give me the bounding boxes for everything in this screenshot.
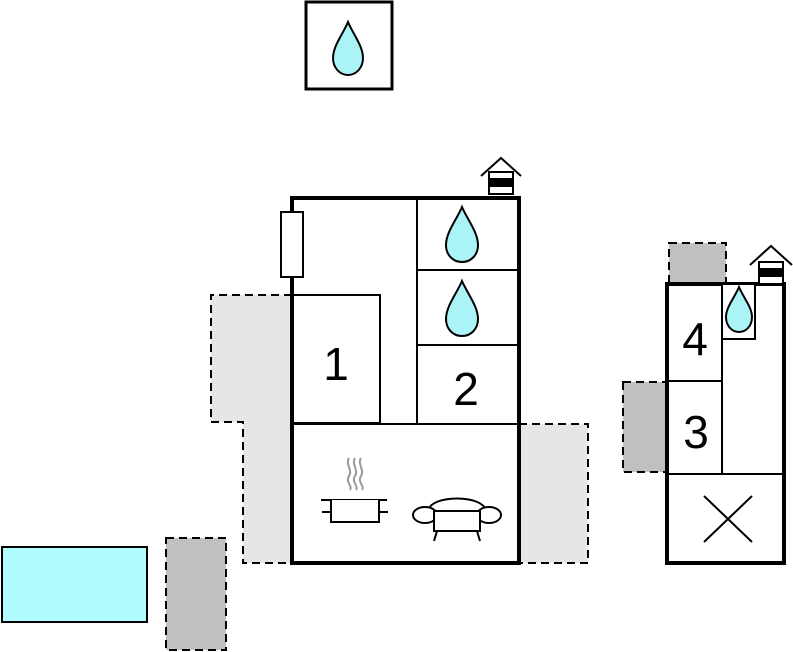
chimney-icon <box>749 244 793 285</box>
terrace-dark-annex-top <box>668 242 727 285</box>
bedroom-3-label: 3 <box>683 406 709 458</box>
cross-icon <box>703 495 753 543</box>
terrace-dark-annex-left <box>622 381 668 473</box>
bathroom-a <box>444 204 480 264</box>
water-drop-icon <box>444 204 480 264</box>
pool <box>1 546 148 623</box>
main-house <box>290 196 521 565</box>
water-drop-icon <box>724 284 754 334</box>
cooking-pot-icon <box>321 457 388 523</box>
water-drop-icon <box>444 278 480 338</box>
sofa-icon <box>412 497 502 542</box>
terrace-dark-lower <box>165 537 227 651</box>
bedroom-1-label: 1 <box>323 338 349 390</box>
bedroom-2-label: 2 <box>453 363 479 415</box>
bathroom-b <box>444 278 480 338</box>
chimney-icon <box>480 156 522 195</box>
terrace-light-right <box>519 423 589 564</box>
bedroom-4-label: 4 <box>682 313 708 365</box>
terrace-light-left <box>210 294 292 564</box>
heater-icon <box>280 211 304 278</box>
water-drop-icon <box>331 19 365 77</box>
